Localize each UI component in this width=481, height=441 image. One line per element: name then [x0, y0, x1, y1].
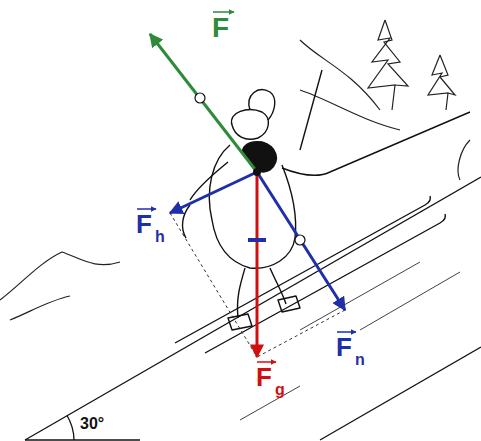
spray-lines — [183, 205, 190, 238]
tree — [428, 55, 455, 110]
construction-line — [257, 310, 345, 357]
equal-mark — [295, 235, 305, 245]
snow-lines — [300, 40, 400, 130]
equal-mark — [248, 238, 266, 242]
angle-label: 30° — [80, 416, 104, 432]
skier — [175, 70, 470, 353]
ski-pole — [330, 112, 470, 172]
vector-arrow — [257, 361, 276, 363]
vector-letter: F — [212, 14, 229, 42]
hat — [249, 90, 275, 120]
vector-arrow — [337, 331, 356, 333]
equal-mark — [195, 93, 205, 103]
snow-lines — [240, 262, 460, 420]
force-vector — [256, 172, 259, 357]
point-of-application — [253, 168, 261, 176]
snow-lines — [458, 140, 470, 180]
vector-arrow — [213, 11, 234, 13]
force-vector — [150, 34, 257, 172]
angle-arc — [67, 416, 74, 441]
mountain-line — [0, 252, 120, 300]
vector-letter: F — [336, 334, 352, 360]
slope-line — [320, 347, 481, 440]
force-vector — [170, 172, 257, 213]
vector-arrow — [137, 208, 156, 210]
subscript: g — [275, 382, 285, 398]
force-vectors — [150, 34, 345, 357]
scenery — [0, 20, 470, 320]
construction-line — [170, 213, 257, 357]
subscript: n — [355, 352, 365, 368]
boot — [228, 296, 300, 330]
tree — [368, 20, 408, 110]
leg — [237, 268, 286, 318]
slope — [25, 177, 481, 440]
goggles — [243, 142, 277, 172]
force-vector — [257, 172, 345, 310]
ski — [205, 214, 445, 353]
ski-pole — [300, 70, 322, 150]
jacket — [209, 145, 295, 268]
horizontal-line — [25, 439, 140, 440]
mountain-line — [10, 296, 70, 320]
vector-letter: F — [136, 211, 152, 237]
head — [231, 110, 268, 140]
slope-line — [25, 177, 481, 440]
vector-letter: F — [256, 364, 272, 390]
subscript: h — [155, 229, 165, 245]
ski — [175, 196, 430, 343]
vector-arrows — [137, 12, 356, 362]
